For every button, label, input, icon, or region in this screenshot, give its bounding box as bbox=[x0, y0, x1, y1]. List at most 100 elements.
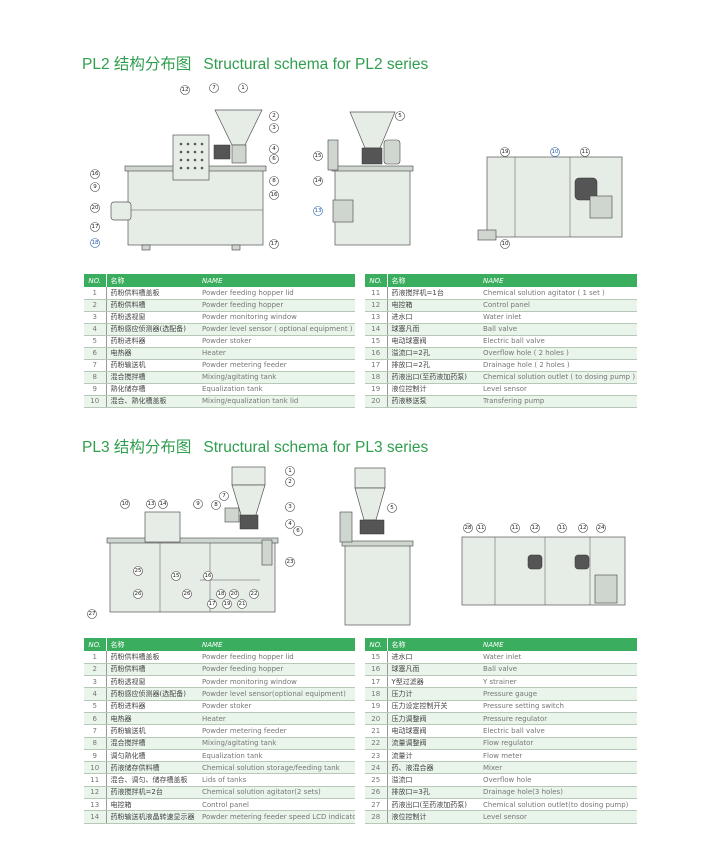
part-name-en: Powder metering feeder bbox=[198, 724, 355, 738]
svg-text:18: 18 bbox=[218, 591, 225, 597]
part-name-en: Chemical solution agitator(2 sets) bbox=[198, 786, 355, 800]
svg-text:3: 3 bbox=[272, 125, 276, 131]
part-number: 20 bbox=[365, 712, 388, 726]
svg-text:8: 8 bbox=[272, 178, 276, 184]
svg-text:2: 2 bbox=[272, 113, 276, 119]
part-name-cn: 液位控制计 bbox=[387, 383, 479, 396]
callout-27: 27 bbox=[87, 609, 97, 619]
part-number: 24 bbox=[365, 761, 388, 775]
part-number: 6 bbox=[84, 347, 107, 360]
svg-text:9: 9 bbox=[196, 501, 200, 507]
part-number: 9 bbox=[84, 383, 107, 396]
callout-10: 10 bbox=[500, 239, 510, 249]
svg-text:10: 10 bbox=[552, 149, 559, 155]
part-number: 6 bbox=[84, 712, 107, 726]
part-name-en: Water inlet bbox=[479, 651, 637, 664]
part-number: 11 bbox=[84, 773, 107, 787]
callout-13: 13 bbox=[313, 206, 323, 216]
part-name-en: Control panel bbox=[479, 299, 637, 312]
part-name-en: Powder stoker bbox=[198, 335, 355, 348]
part-name-en: Chemical solution outlet(to dosing pump) bbox=[479, 798, 637, 812]
part-name-en: Chemical solution outlet ( to dosing pum… bbox=[479, 371, 637, 384]
part-number: 13 bbox=[84, 798, 107, 812]
part-name-cn: 溢流口 bbox=[387, 773, 479, 787]
part-name-en: Drainage hole ( 2 holes ) bbox=[479, 359, 637, 372]
callout-17: 17 bbox=[269, 239, 279, 249]
callout-6: 6 bbox=[293, 526, 303, 536]
part-number: 23 bbox=[365, 749, 388, 763]
callout-11: 11 bbox=[476, 523, 486, 533]
callout-18: 18 bbox=[216, 589, 226, 599]
part-name-en: Mixing/agitating tank bbox=[198, 737, 355, 750]
svg-text:21: 21 bbox=[239, 601, 246, 607]
header-cn: 名称 bbox=[387, 274, 479, 287]
part-number: 9 bbox=[84, 749, 107, 763]
part-name-cn: 排放口=2孔 bbox=[387, 359, 479, 372]
part-name-en: Ball valve bbox=[479, 323, 637, 336]
callout-7: 7 bbox=[209, 83, 219, 93]
part-name-en: Flow meter bbox=[479, 749, 637, 763]
part-name-cn: 药液出口(至药液加药泵) bbox=[387, 798, 479, 812]
part-name-cn: 液位控制计 bbox=[387, 810, 479, 824]
callout-10: 10 bbox=[120, 499, 130, 509]
callout-1: 1 bbox=[285, 466, 295, 476]
part-number: 14 bbox=[365, 323, 388, 336]
callout-1: 1 bbox=[238, 83, 248, 93]
svg-text:12: 12 bbox=[182, 87, 189, 93]
svg-text:18: 18 bbox=[92, 240, 99, 246]
part-number: 3 bbox=[84, 311, 107, 324]
part-name-en: Powder monitoring window bbox=[198, 675, 355, 689]
callout-20: 20 bbox=[90, 203, 100, 213]
callout-15: 15 bbox=[171, 571, 181, 581]
header-no: NO. bbox=[84, 638, 107, 651]
part-name-cn: 排放口=3孔 bbox=[387, 786, 479, 800]
pl3-top-view bbox=[461, 536, 626, 606]
part-number: 8 bbox=[84, 737, 107, 750]
part-name-en: Drainage hole(3 holes) bbox=[479, 786, 637, 800]
part-number: 22 bbox=[365, 737, 388, 750]
svg-text:1: 1 bbox=[241, 85, 245, 91]
part-name-en: Powder stoker bbox=[198, 700, 355, 713]
header-en: NAME bbox=[479, 638, 637, 651]
part-name-cn: 药粉输送机 bbox=[106, 724, 198, 738]
part-number: 26 bbox=[365, 786, 388, 800]
part-name-cn: 药粉感应侦测器(选配备) bbox=[106, 687, 198, 701]
callout-15: 15 bbox=[313, 151, 323, 161]
part-name-cn: 电动球塞阀 bbox=[387, 335, 479, 348]
callout-10: 10 bbox=[550, 147, 560, 157]
callout-24: 24 bbox=[596, 523, 606, 533]
pl3-title-en: Structural schema for PL3 series bbox=[203, 439, 429, 456]
callout-6: 6 bbox=[269, 154, 279, 164]
part-name-cn: 电控箱 bbox=[387, 299, 479, 312]
callout-20: 20 bbox=[229, 589, 239, 599]
part-name-en: Chemical solution storage/feeding tank bbox=[198, 761, 355, 775]
part-name-en: Heater bbox=[198, 347, 355, 360]
svg-text:11: 11 bbox=[582, 149, 589, 155]
part-name-cn: 流量调整阀 bbox=[387, 737, 479, 750]
pl3-side-view bbox=[339, 467, 414, 626]
part-number: 13 bbox=[365, 311, 388, 324]
callout-9: 9 bbox=[193, 499, 203, 509]
svg-text:9: 9 bbox=[93, 184, 97, 190]
svg-text:15: 15 bbox=[315, 153, 322, 159]
header-en: NAME bbox=[479, 274, 637, 287]
